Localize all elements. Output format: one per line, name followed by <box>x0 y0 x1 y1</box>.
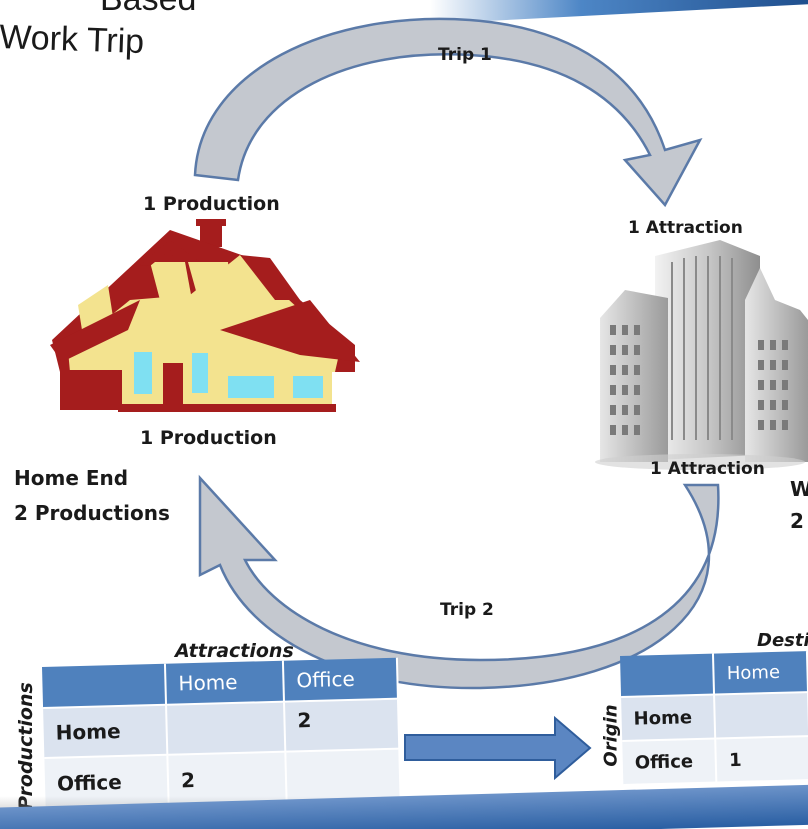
office-buildings-icon <box>595 240 808 470</box>
home-end-label: Home End <box>14 466 129 490</box>
house-icon <box>50 219 360 412</box>
trip1-arrow <box>193 17 703 208</box>
pa-table-corner <box>42 663 167 708</box>
pa-table-cell: 2 <box>283 698 400 752</box>
home-end-productions-label: 2 Productions <box>14 501 170 525</box>
home-bottom-production-label: 1 Production <box>140 427 277 449</box>
work-end-count-label: 2 <box>790 509 804 533</box>
pa-table-productions-label: Productions <box>14 682 37 810</box>
od-table-row-office: Office 1 <box>622 736 808 785</box>
trip1-label: Trip 1 <box>438 45 492 65</box>
od-table-header-home: Home <box>713 651 808 695</box>
pa-table: Home Office Home 2 Office 2 <box>42 657 402 811</box>
od-table-corner <box>620 653 715 697</box>
home-top-production-label: 1 Production <box>143 193 280 215</box>
od-table-row-label: Home <box>621 694 716 741</box>
od-table-cell: 1 <box>715 736 808 783</box>
od-table-destination-label: Desti <box>757 630 808 651</box>
od-table-origin-label: Origin <box>600 704 622 767</box>
od-table-cell <box>714 692 808 739</box>
od-table-row-home: Home <box>621 692 808 741</box>
trip2-label: Trip 2 <box>440 600 494 620</box>
office-bottom-attraction-label: 1 Attraction <box>650 459 765 479</box>
office-top-attraction-label: 1 Attraction <box>628 218 743 238</box>
right-arrow-icon <box>404 715 592 781</box>
pa-table-row-label: Home <box>43 704 168 758</box>
slide-title-line1: Based <box>100 0 196 19</box>
pa-table-header-office: Office <box>282 657 398 702</box>
od-table-header-row: Home <box>620 651 808 697</box>
od-table-row-label: Office <box>622 738 717 785</box>
trip2-arrow <box>198 474 720 690</box>
od-table: Home Home Office 1 <box>620 651 808 786</box>
pa-table-attractions-label: Attractions <box>175 640 294 662</box>
pa-table-header-home: Home <box>164 660 284 705</box>
pa-table-cell <box>166 701 286 755</box>
work-end-label: W <box>790 477 808 501</box>
